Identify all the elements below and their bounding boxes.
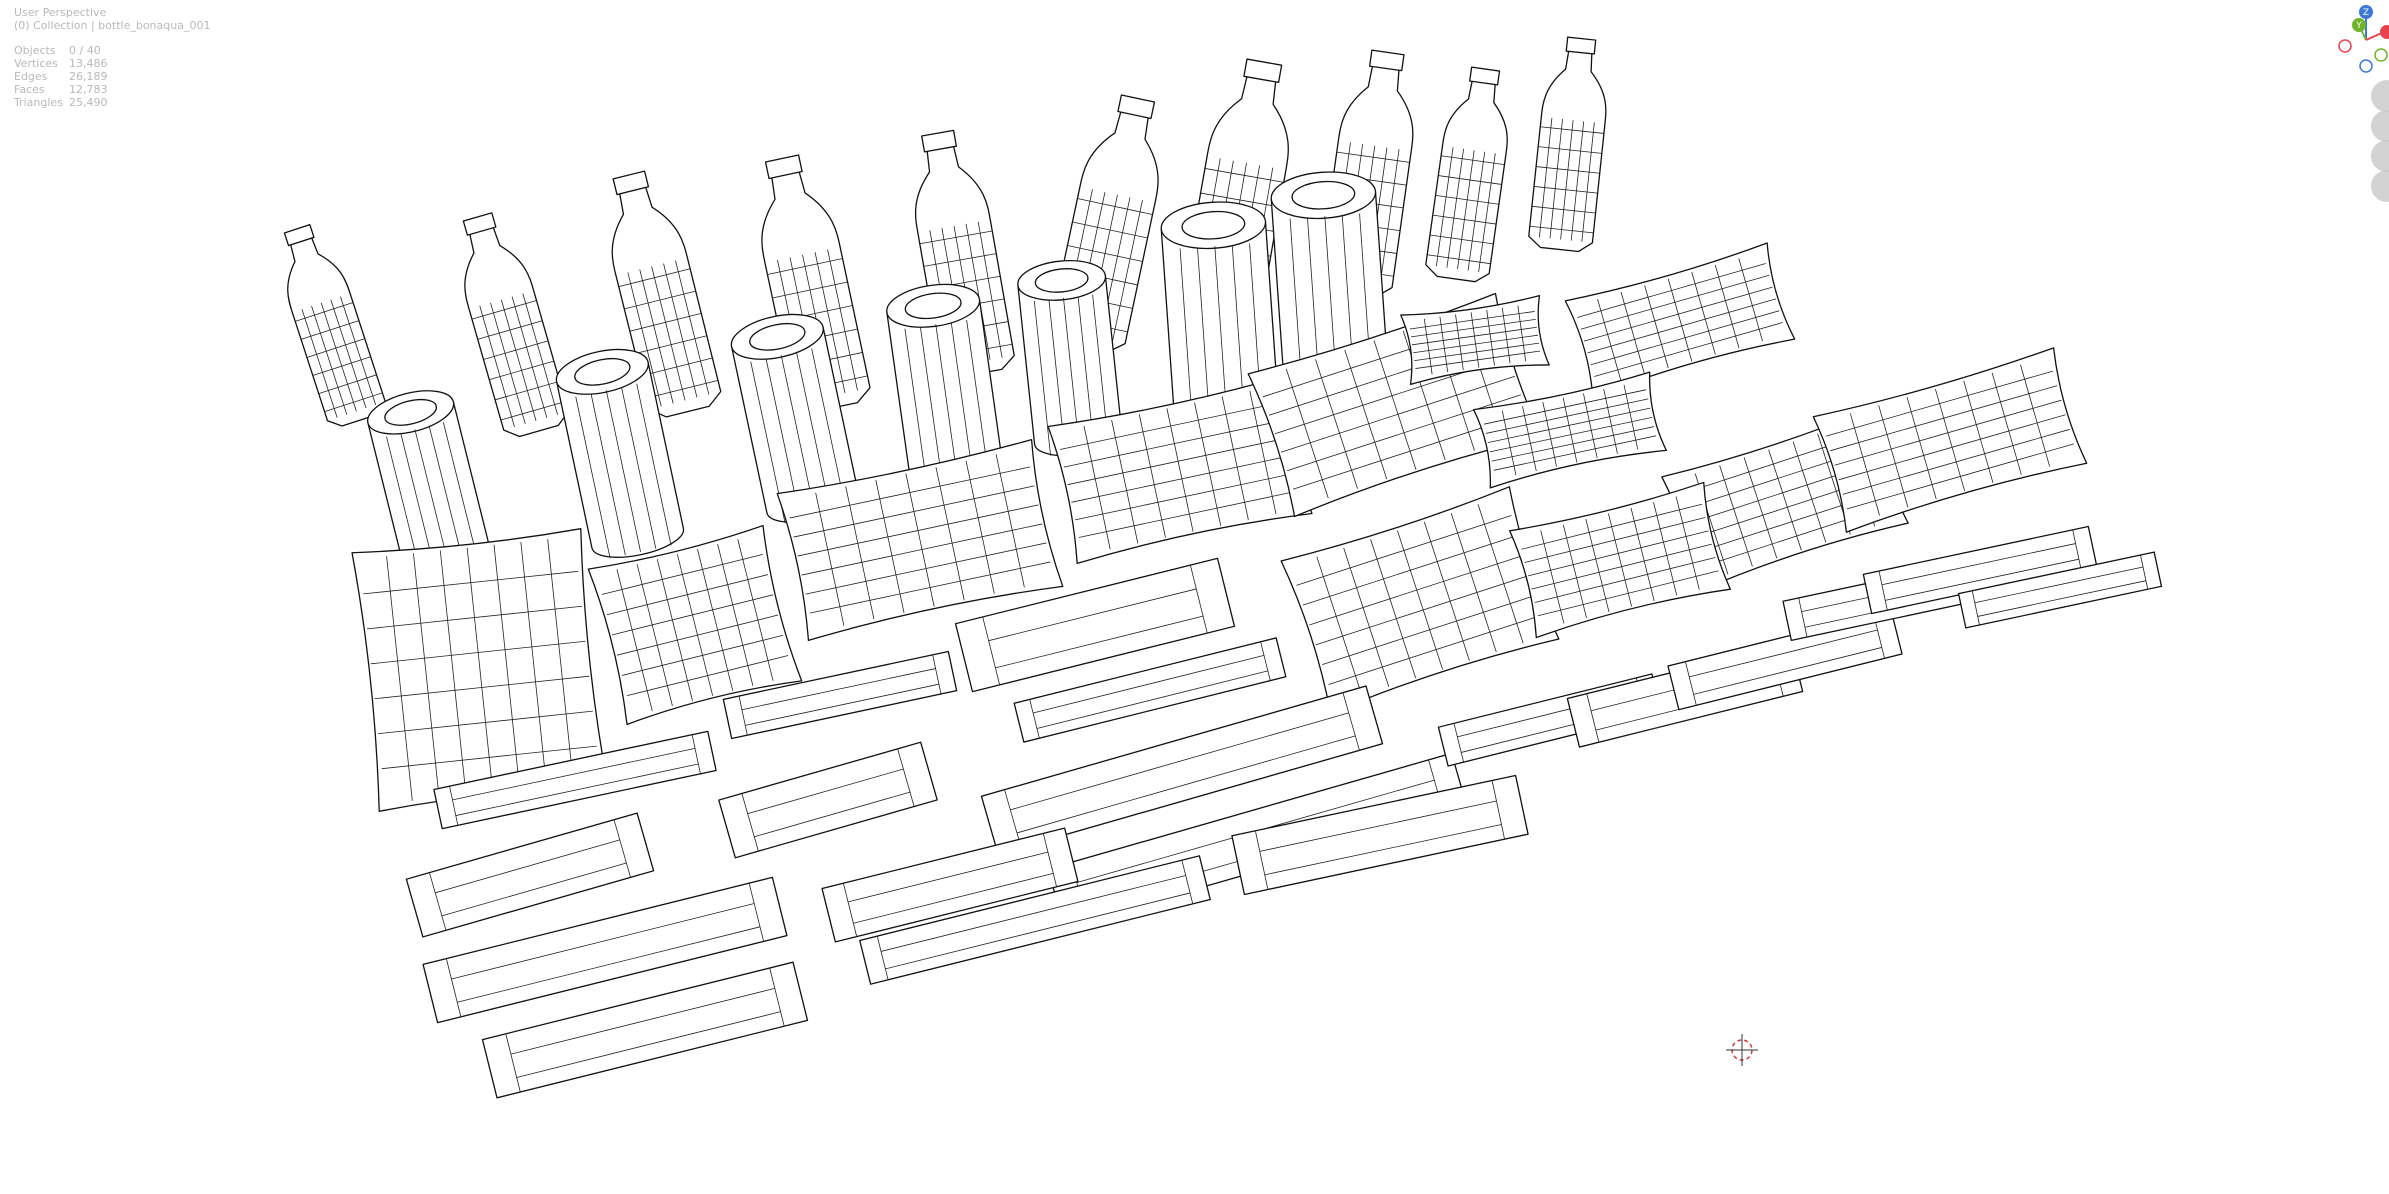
can-mesh [730, 313, 860, 524]
snack-bar-mesh [422, 876, 788, 1024]
snack-bar-mesh [722, 650, 958, 740]
zoom-icon[interactable] [2371, 80, 2389, 112]
snack-bar-mesh [1231, 774, 1529, 896]
chips-bag-mesh [1280, 486, 1560, 714]
pan-icon[interactable] [2371, 110, 2389, 142]
snack-bar-mesh [481, 961, 809, 1099]
bottle-mesh [1425, 66, 1508, 283]
3d-cursor-icon[interactable] [1726, 1034, 1758, 1066]
chips-bag-mesh [1400, 294, 1550, 386]
collection-name: (0) Collection | bottle_bonaqua_001 [14, 19, 211, 32]
snack-bar-mesh [433, 730, 717, 830]
can-mesh [886, 283, 1004, 493]
snack-bar-mesh [718, 741, 938, 859]
camera-icon[interactable] [2371, 140, 2389, 172]
bottle-mesh [1528, 36, 1607, 253]
chips-bag-mesh [587, 524, 803, 726]
y-label: Y [2355, 21, 2362, 31]
x-axis-icon[interactable] [2380, 25, 2389, 39]
z-label: Z [2363, 8, 2369, 18]
neg-z-icon[interactable] [2359, 59, 2373, 73]
snack-bar-mesh [1667, 609, 1903, 711]
snack-bar-mesh [954, 557, 1236, 693]
view-name: User Perspective [14, 6, 107, 19]
chips-bag-mesh [1812, 347, 2088, 533]
navigation-panel: Z Y [2329, 0, 2389, 210]
chips-bag-mesh [776, 438, 1064, 642]
can-mesh [555, 348, 685, 559]
viewport-overlay: User Perspective (0) Collection | bottle… [14, 6, 210, 109]
snack-bar-mesh [1957, 551, 2163, 629]
axis-gizmo[interactable]: Z Y [2329, 0, 2389, 80]
bottle-mesh [283, 224, 386, 427]
z-axis-icon[interactable] [2359, 5, 2373, 19]
snack-bar-mesh [980, 685, 1384, 855]
snack-bar-mesh [1013, 637, 1287, 743]
snack-bar-mesh [821, 827, 1079, 943]
chips-bag-mesh [1473, 371, 1667, 489]
grid-icon[interactable] [2371, 170, 2389, 202]
chips-bag-mesh [351, 528, 609, 812]
bottle-mesh [462, 212, 569, 438]
chips-bag-mesh [1509, 481, 1731, 639]
neg-y-icon[interactable] [2374, 48, 2388, 62]
chips-bag-mesh [1564, 242, 1796, 398]
snack-bar-mesh [859, 855, 1211, 985]
chips-bag-mesh [1047, 375, 1313, 565]
neg-x-icon[interactable] [2338, 39, 2352, 53]
snack-bar-mesh [405, 812, 655, 938]
y-axis-icon[interactable] [2352, 18, 2366, 32]
